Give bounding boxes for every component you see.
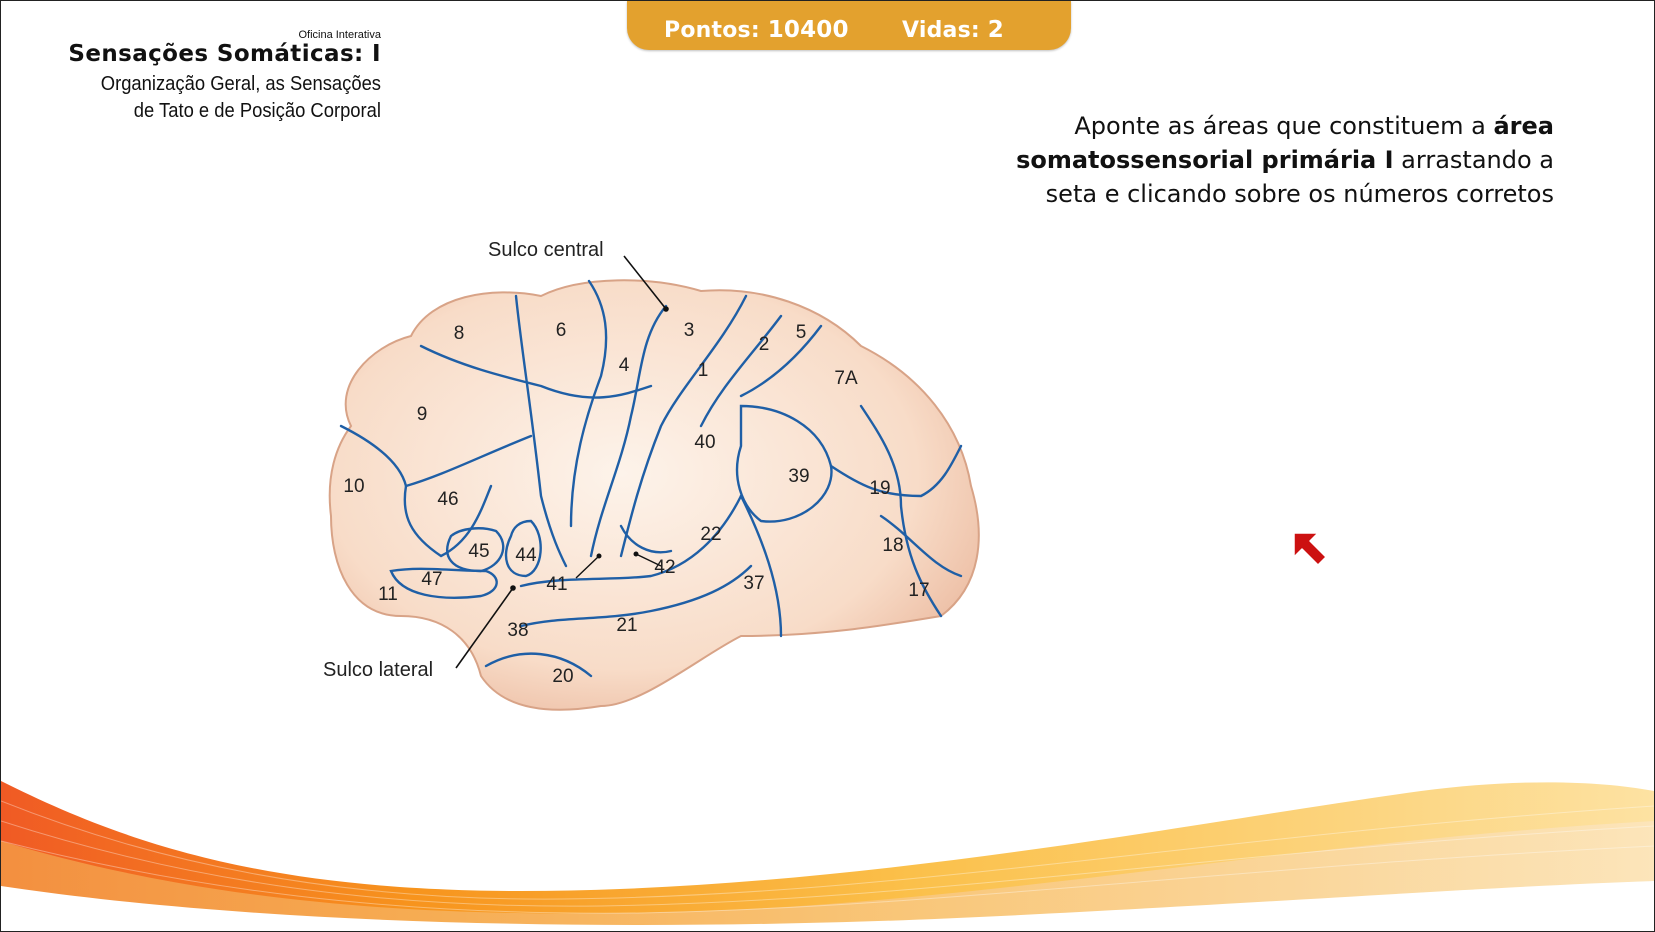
- score-panel: Pontos: 10400 Vidas: 2: [627, 1, 1071, 50]
- lives-label: Vidas:: [902, 18, 980, 43]
- area-number-1[interactable]: 1: [698, 360, 709, 381]
- central-sulcus-label: Sulco central: [488, 239, 604, 261]
- region-border: [569, 279, 608, 528]
- region-border: [739, 324, 823, 398]
- brain-outline: [328, 279, 980, 711]
- instruction-text: Aponte as áreas que constituem a área so…: [994, 109, 1554, 211]
- area-number-47[interactable]: 47: [421, 569, 442, 590]
- region-border: [735, 404, 833, 523]
- region-border: [619, 524, 673, 554]
- area-number-10[interactable]: 10: [343, 476, 364, 497]
- area-number-5[interactable]: 5: [796, 322, 807, 343]
- course-brand: Oficina Interativa Sensações Somáticas: …: [51, 29, 381, 125]
- region-border: [879, 514, 963, 578]
- region-border: [484, 652, 593, 678]
- instruction-part: arrastando a: [1393, 146, 1554, 174]
- score-label: Pontos:: [664, 18, 760, 43]
- region-border: [619, 294, 748, 558]
- area-number-46[interactable]: 46: [437, 489, 458, 510]
- lives-value: 2: [987, 17, 1004, 43]
- instruction-bold: área: [1493, 112, 1554, 140]
- region-border: [504, 519, 542, 578]
- brand-title: Sensações Somáticas: I: [68, 41, 381, 67]
- area-number-3[interactable]: 3: [684, 320, 695, 341]
- score-display: Pontos: 10400: [664, 17, 849, 43]
- instruction-part: Aponte as áreas que constituem a: [1074, 112, 1494, 140]
- area-number-18[interactable]: 18: [882, 535, 903, 556]
- region-border: [829, 444, 963, 498]
- region-border: [389, 567, 498, 599]
- area-number-8[interactable]: 8: [454, 323, 465, 344]
- score-value: 10400: [767, 17, 849, 43]
- brand-subtitle-line: Organização Geral, as Sensações: [100, 73, 381, 95]
- area-number-41[interactable]: 41: [546, 574, 567, 595]
- area-number-21[interactable]: 21: [616, 615, 637, 636]
- area-number-2[interactable]: 2: [759, 334, 770, 355]
- area-number-22[interactable]: 22: [700, 524, 721, 545]
- area-number-39[interactable]: 39: [788, 466, 809, 487]
- area-number-40[interactable]: 40: [694, 432, 715, 453]
- lateral-sulcus-label: Sulco lateral: [323, 659, 433, 681]
- area-number-7a[interactable]: 7A: [834, 368, 858, 389]
- area-number-42[interactable]: 42: [654, 557, 675, 578]
- arrow-cursor-icon[interactable]: [1290, 529, 1330, 569]
- region-border: [514, 294, 568, 568]
- region-border: [419, 344, 653, 399]
- area-number-20[interactable]: 20: [552, 666, 573, 687]
- region-border: [403, 484, 493, 558]
- region-border: [859, 404, 943, 618]
- footer-wave: [1, 781, 1654, 931]
- region-border: [699, 314, 783, 428]
- brand-kicker: Oficina Interativa: [298, 29, 381, 41]
- area-number-45[interactable]: 45: [468, 541, 489, 562]
- instruction-part: seta e clicando sobre os números correto…: [1045, 180, 1554, 208]
- area-number-9[interactable]: 9: [417, 404, 428, 425]
- region-border: [519, 564, 753, 628]
- brand-subtitle-line: de Tato e de Posição Corporal: [133, 100, 381, 122]
- instruction-bold: somatossensorial primária I: [1016, 146, 1394, 174]
- region-border: [519, 494, 743, 588]
- area-number-4[interactable]: 4: [619, 355, 630, 376]
- area-number-6[interactable]: 6: [556, 320, 567, 341]
- area-number-19[interactable]: 19: [869, 478, 890, 499]
- area-number-44[interactable]: 44: [515, 545, 537, 566]
- region-border: [446, 527, 505, 573]
- region-border: [739, 494, 783, 638]
- area-number-17[interactable]: 17: [908, 580, 929, 601]
- area-number-11[interactable]: 11: [378, 584, 398, 605]
- region-border: [589, 304, 668, 558]
- area-number-38[interactable]: 38: [507, 620, 528, 641]
- lives-display: Vidas: 2: [902, 17, 1004, 43]
- brand-subtitle: Organização Geral, as Sensações de Tato …: [77, 71, 381, 125]
- area-number-37[interactable]: 37: [743, 573, 764, 594]
